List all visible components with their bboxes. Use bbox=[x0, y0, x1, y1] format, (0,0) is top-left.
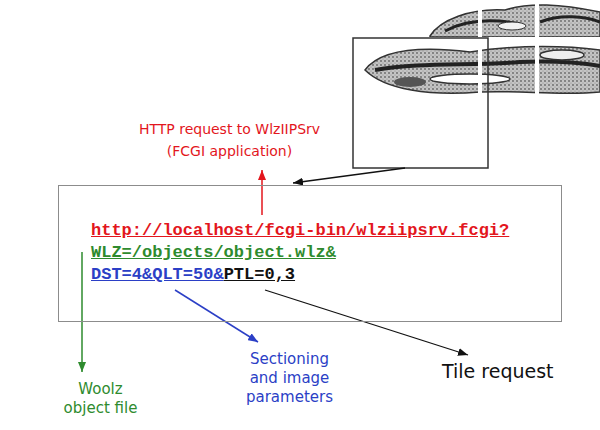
leader-arrow bbox=[175, 290, 258, 342]
url-box: http://localhost/fcgi-bin/wlziipsrv.fcgi… bbox=[58, 185, 562, 322]
annotation-label: HTTP request to WlzIIPSrv (FCGI applicat… bbox=[132, 118, 327, 162]
tissue-section bbox=[430, 5, 600, 37]
tissue-lumen bbox=[498, 22, 526, 30]
annotation-label: Sectioning and image parameters bbox=[242, 350, 337, 407]
leader-arrow bbox=[81, 252, 83, 372]
url-line: http://localhost/fcgi-bin/wlziipsrv.fcgi… bbox=[91, 220, 529, 242]
tile-pointer-arrow bbox=[293, 168, 405, 183]
annotation-label: Tile request bbox=[442, 359, 592, 383]
url-segment: http://localhost/fcgi-bin/wlziipsrv.fcgi… bbox=[91, 221, 509, 240]
leader-arrow bbox=[265, 290, 468, 355]
url-segment: WLZ=/objects/object.wlz& bbox=[91, 243, 336, 262]
tissue-lumen bbox=[540, 50, 584, 60]
url-line: DST=4&QLT=50&PTL=0,3 bbox=[91, 264, 529, 286]
url-line: WLZ=/objects/object.wlz& bbox=[91, 242, 529, 264]
tissue-dark-region bbox=[394, 77, 426, 87]
url-segment: DST=4&QLT=50& bbox=[91, 265, 224, 284]
tissue-section bbox=[365, 47, 600, 94]
tissue-lumen bbox=[430, 74, 510, 84]
selected-tile-outline bbox=[353, 38, 488, 168]
annotation-label: Woolz object file bbox=[58, 380, 143, 418]
embryo-section-tiles bbox=[365, 5, 600, 94]
leader-arrow bbox=[261, 170, 263, 215]
url-segment: PTL=0,3 bbox=[224, 265, 295, 284]
tissue-band bbox=[540, 17, 600, 22]
